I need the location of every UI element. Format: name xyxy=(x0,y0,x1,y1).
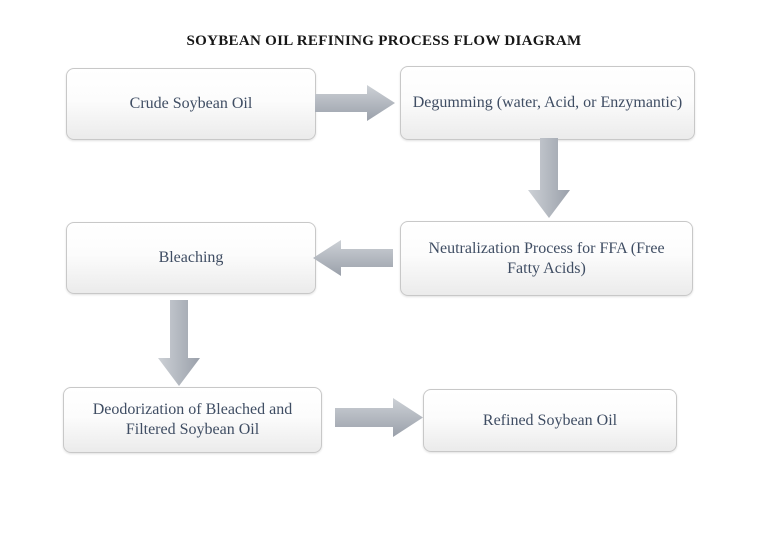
node-label: Neutralization Process for FFA (Free Fat… xyxy=(428,239,665,277)
node-bleaching: Bleaching xyxy=(66,222,316,294)
node-label: Deodorization of Bleached and Filtered S… xyxy=(92,401,293,438)
node-degumming: Degumming (water, Acid, or Enzymantic) xyxy=(400,66,695,140)
node-crude-soybean-oil: Crude Soybean Oil xyxy=(66,68,316,140)
arrow-right-crude-to-degumming-icon xyxy=(315,85,395,121)
arrow-left-neutralization-to-bleaching-icon xyxy=(313,240,393,276)
node-deodorization: Deodorization of Bleached and Filtered S… xyxy=(63,387,322,453)
node-refined-soybean-oil: Refined Soybean Oil xyxy=(423,389,677,452)
node-label: Bleaching xyxy=(158,249,224,266)
node-label: Crude Soybean Oil xyxy=(129,95,253,112)
diagram-title: SOYBEAN OIL REFINING PROCESS FLOW DIAGRA… xyxy=(186,33,582,49)
node-neutralization: Neutralization Process for FFA (Free Fat… xyxy=(400,221,693,296)
arrow-down-degumming-to-neutralization-icon xyxy=(528,138,570,218)
node-label: Degumming (water, Acid, or Enzymantic) xyxy=(412,94,683,111)
node-label: Refined Soybean Oil xyxy=(482,411,618,429)
arrow-right-deodorization-to-refined-icon xyxy=(335,398,423,437)
arrow-down-bleaching-to-deodorization-icon xyxy=(158,300,200,386)
